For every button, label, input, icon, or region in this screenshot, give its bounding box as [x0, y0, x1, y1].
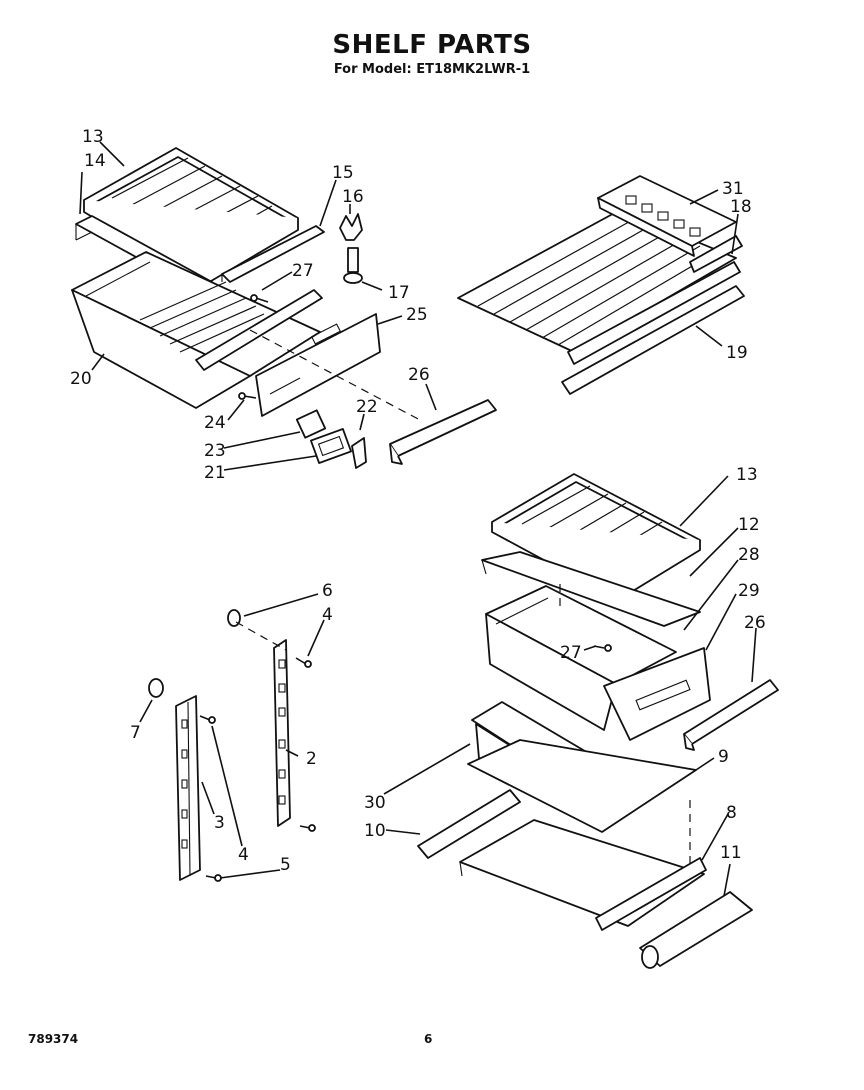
- callout-16: 16: [342, 187, 364, 207]
- callout-4-lower: 4: [238, 845, 249, 865]
- part-29-front: [603, 647, 711, 741]
- part-3-ladder: [175, 695, 201, 881]
- callout-30: 30: [364, 793, 386, 813]
- part-16-clip: [339, 213, 363, 241]
- callout-26-upper: 26: [408, 365, 430, 385]
- part-18-shelf-trim: [689, 235, 743, 273]
- callout-20: 20: [70, 369, 92, 389]
- callout-11: 11: [720, 843, 742, 863]
- part-23-slide: [295, 409, 327, 439]
- callout-6: 6: [322, 581, 333, 601]
- part-9-glass-panel: [467, 739, 697, 833]
- callout-7: 7: [130, 723, 141, 743]
- part-13-top-shelf: [83, 147, 299, 285]
- callout-17: 17: [388, 283, 410, 303]
- callout-2: 2: [306, 749, 317, 769]
- callout-24: 24: [204, 413, 226, 433]
- part-19-wire-shelf: [457, 209, 745, 395]
- callout-15: 15: [332, 163, 354, 183]
- part-2-ladder: [273, 639, 291, 827]
- callout-12: 12: [738, 515, 760, 535]
- callout-23: 23: [204, 441, 226, 461]
- callout-28: 28: [738, 545, 760, 565]
- callout-31: 31: [722, 179, 744, 199]
- callout-26-lower: 26: [744, 613, 766, 633]
- callout-21: 21: [204, 463, 226, 483]
- alignment-line: [249, 329, 421, 421]
- callout-22: 22: [356, 397, 378, 417]
- callout-8: 8: [726, 803, 737, 823]
- callout-27-upper: 27: [292, 261, 314, 281]
- callout-9: 9: [718, 747, 729, 767]
- callout-18: 18: [730, 197, 752, 217]
- part-28-crisper-pan: [485, 585, 677, 731]
- leader-lines: [79, 141, 757, 897]
- part-7-cap: [148, 678, 164, 698]
- part-13-lower-shelf: [491, 473, 701, 601]
- callout-25: 25: [406, 305, 428, 325]
- callout-13-lower: 13: [736, 465, 758, 485]
- part-12-cover-frame: [481, 551, 701, 627]
- callout-4-upper: 4: [322, 605, 333, 625]
- page-number: 6: [424, 1032, 433, 1046]
- model-subtitle: For Model: ET18MK2LWR-1: [333, 62, 531, 77]
- part-31-egg-tray: [597, 175, 737, 257]
- document-number: 789374: [28, 1032, 79, 1046]
- part-11-tube: [639, 891, 753, 969]
- callout-27-lower: 27: [560, 643, 582, 663]
- callout-3: 3: [214, 813, 225, 833]
- callout-29: 29: [738, 581, 760, 601]
- callout-5: 5: [280, 855, 291, 875]
- part-25-cover-front: [195, 289, 381, 417]
- part-17-roller: [343, 247, 363, 284]
- part-22-clip: [351, 437, 367, 469]
- part-27-screw-a: [250, 294, 269, 303]
- callout-19: 19: [726, 343, 748, 363]
- callout-10: 10: [364, 821, 386, 841]
- alignment-line-2: [235, 621, 287, 651]
- part-26-rail-a: [389, 399, 497, 465]
- screws-4-5: [199, 657, 316, 882]
- part-24-screw: [238, 392, 257, 400]
- part-20-crisper-pan: [71, 251, 321, 409]
- part-8-shelf-frame: [459, 819, 707, 931]
- part-10-rail: [417, 789, 521, 859]
- page-title: SHELF PARTS: [332, 30, 532, 60]
- callout-13-upper: 13: [82, 127, 104, 147]
- part-15-rail: [221, 225, 325, 283]
- part-26-rail-b: [683, 679, 779, 751]
- part-21-control-knob: [310, 428, 352, 464]
- callout-14: 14: [84, 151, 106, 171]
